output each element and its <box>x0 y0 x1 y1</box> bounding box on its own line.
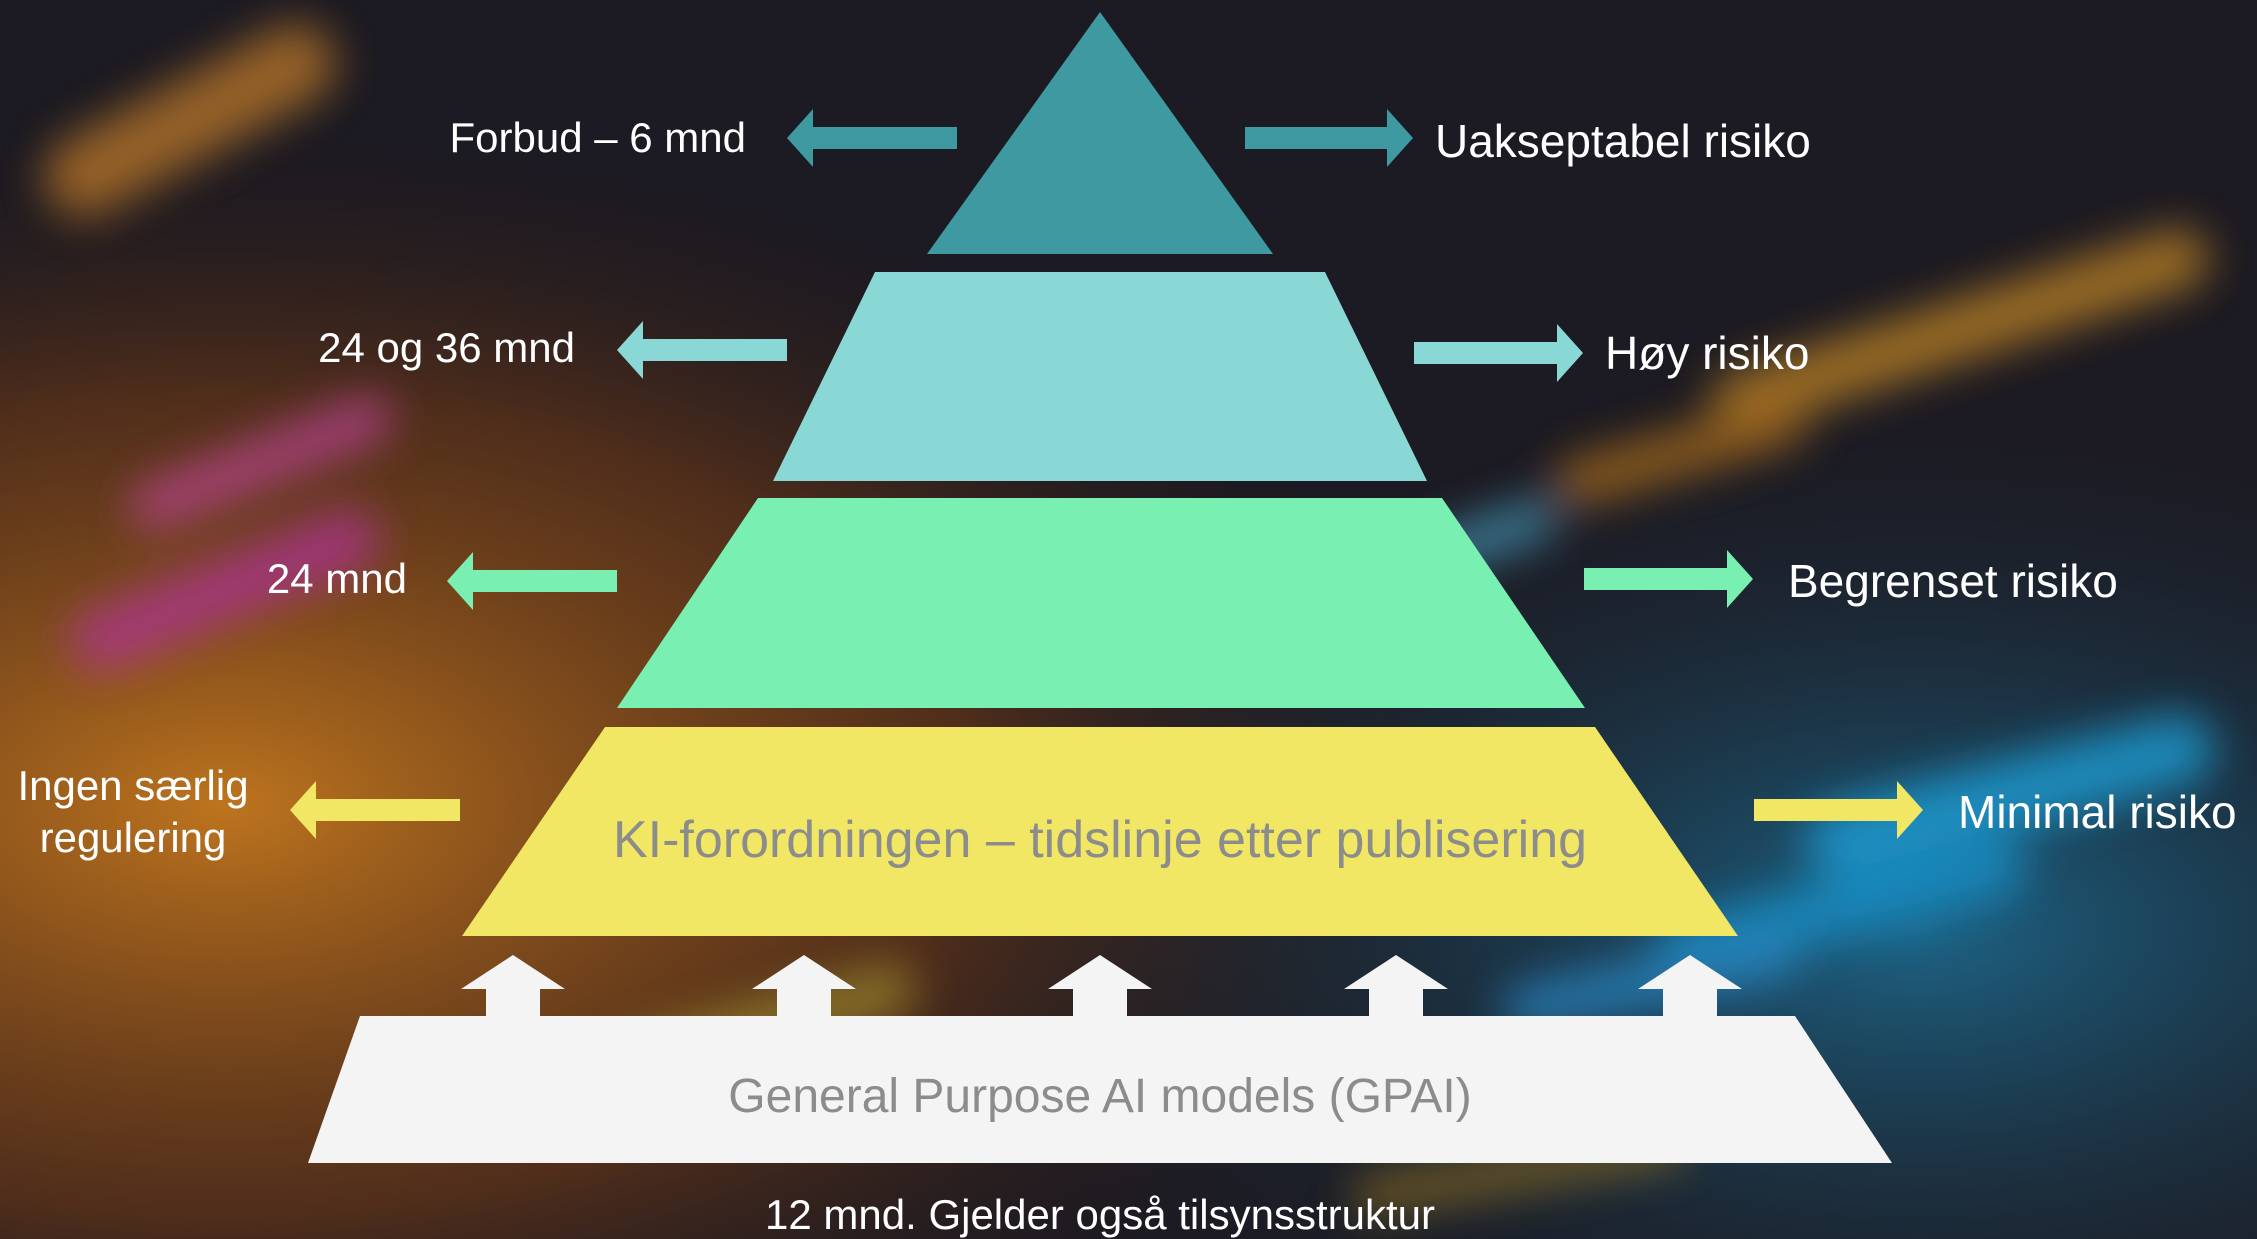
timeline-minimal-line2: regulering <box>40 814 227 861</box>
timeline-limited: 24 mnd <box>267 555 407 602</box>
timeline-high: 24 og 36 mnd <box>318 324 575 371</box>
tier-minimal-band <box>462 727 1738 936</box>
timeline-unacceptable: Forbud – 6 mnd <box>449 114 746 161</box>
arrow-left-icon <box>617 321 787 379</box>
up-arrow-icon <box>1638 955 1742 1018</box>
gpai-label: General Purpose AI models (GPAI) <box>728 1070 1471 1123</box>
risk-label-unacceptable: Uakseptabel risiko <box>1435 115 1811 167</box>
arrow-right-icon <box>1754 781 1923 839</box>
timeline-minimal-line1: Ingen særlig <box>17 762 248 809</box>
up-arrow-icon <box>752 955 856 1018</box>
tier-limited-band <box>617 498 1585 708</box>
minimal-band-title: KI-forordningen – tidslinje etter publis… <box>613 811 1587 869</box>
risk-label-high: Høy risiko <box>1605 327 1809 379</box>
gpai-note: 12 mnd. Gjelder også tilsynsstruktur <box>765 1191 1435 1238</box>
tier-unacceptable-band <box>927 12 1273 254</box>
up-arrow-icon <box>1344 955 1448 1018</box>
arrow-left-icon <box>290 781 460 839</box>
up-arrow-icon <box>1048 955 1152 1018</box>
gpai-base <box>308 1016 1892 1163</box>
tier-high-band <box>773 272 1427 481</box>
arrow-right-icon <box>1414 324 1583 382</box>
arrow-left-icon <box>447 552 617 610</box>
arrow-left-icon <box>787 109 957 167</box>
arrow-right-icon <box>1584 550 1753 608</box>
risk-label-minimal: Minimal risiko <box>1958 786 2237 838</box>
up-arrow-icon <box>461 955 565 1018</box>
risk-label-limited: Begrenset risiko <box>1788 555 2118 607</box>
arrow-right-icon <box>1245 109 1413 167</box>
